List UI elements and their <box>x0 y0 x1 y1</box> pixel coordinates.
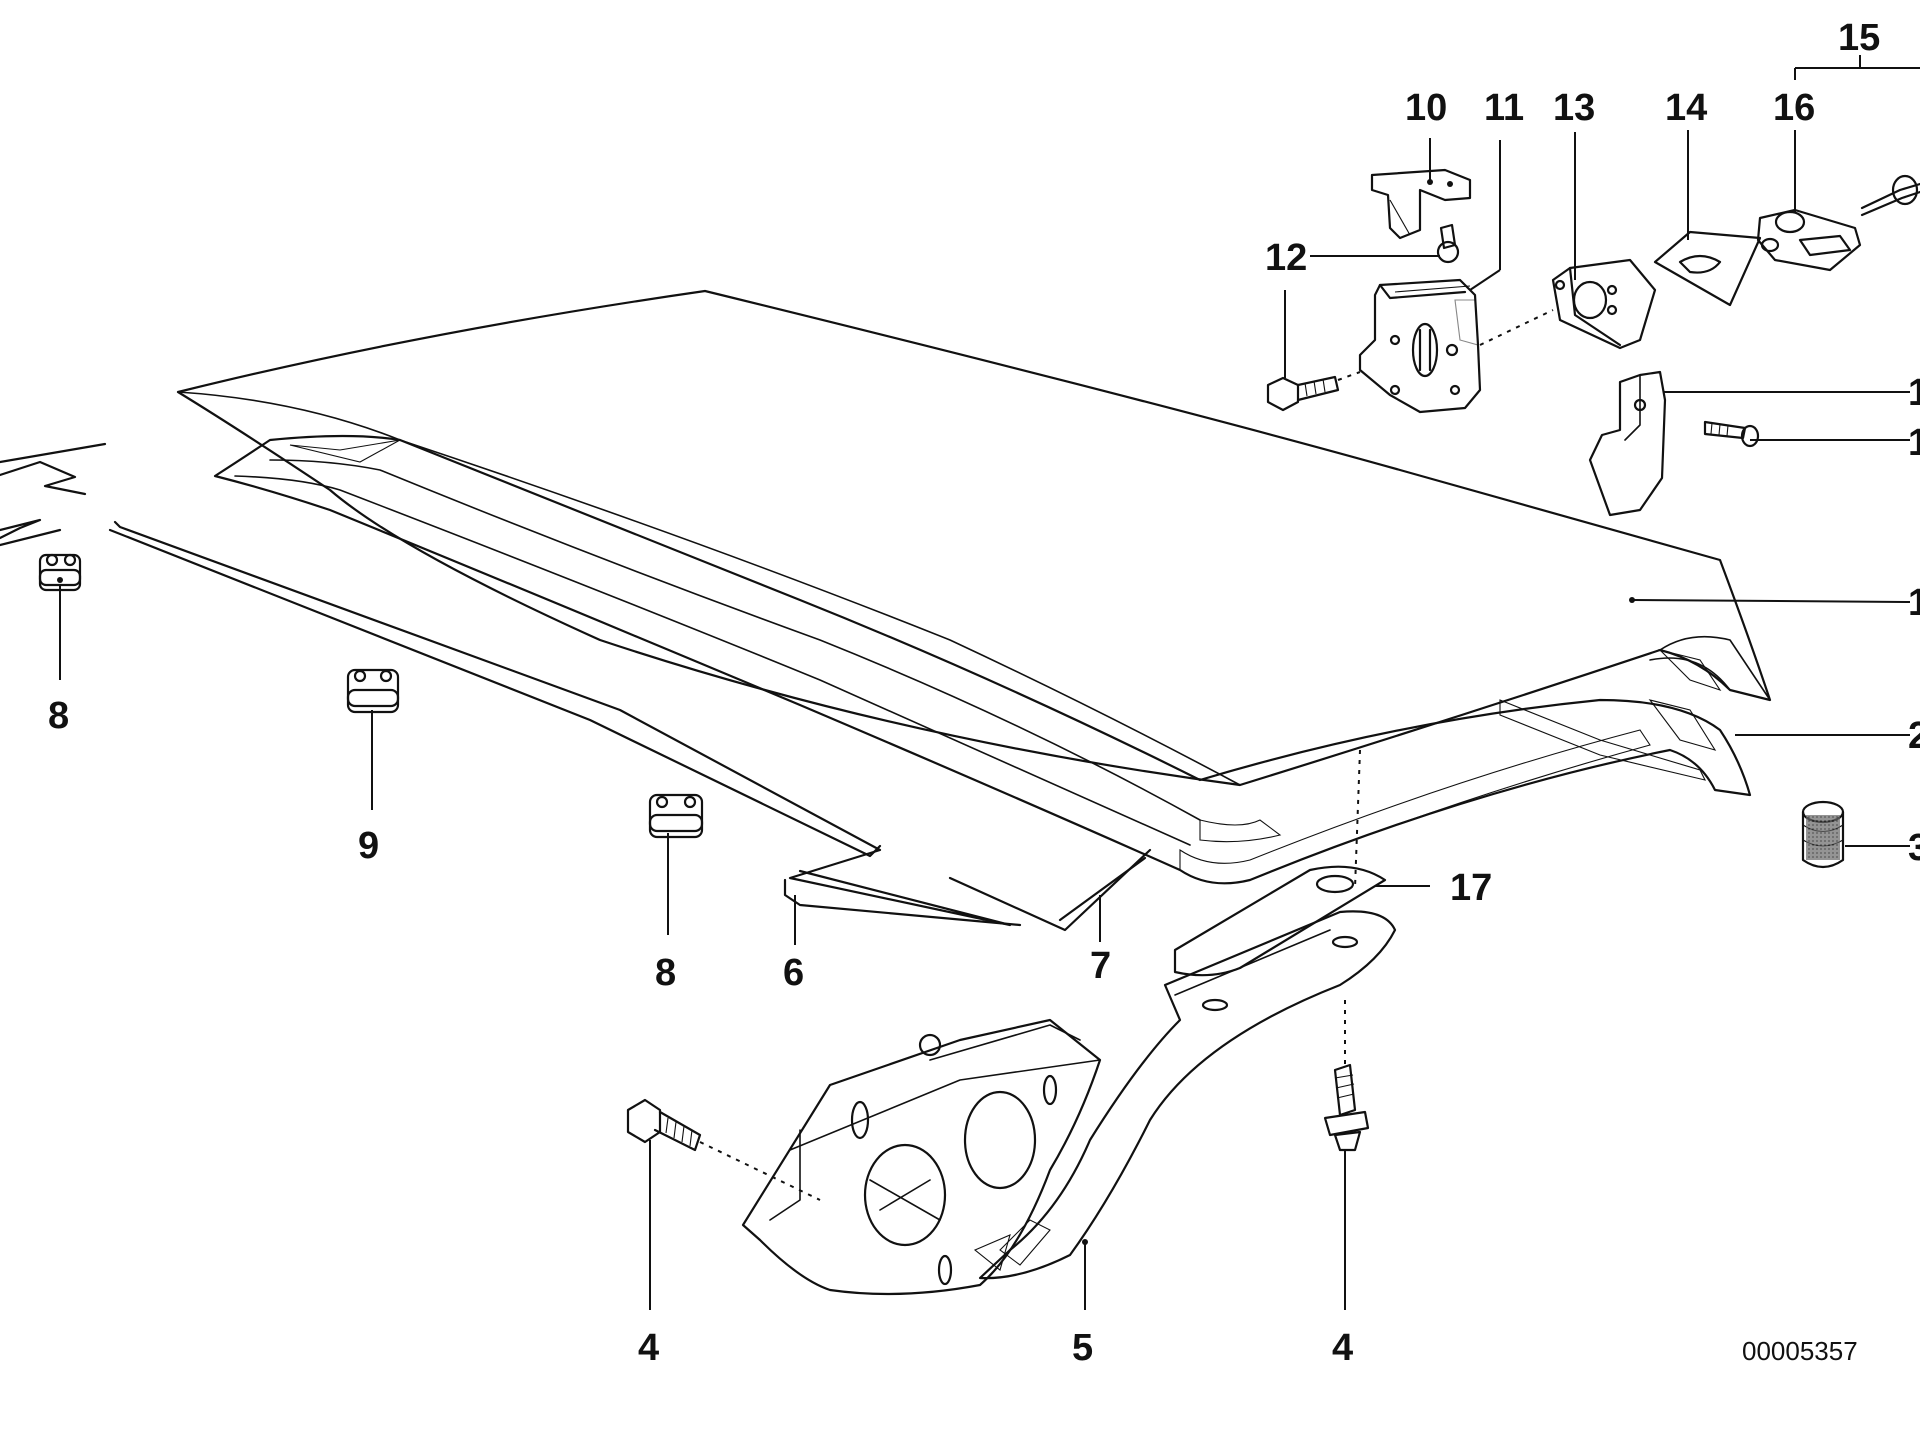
lock-cylinder-16 <box>1756 208 1862 272</box>
clip-8-left <box>38 553 82 592</box>
clip-9 <box>346 668 400 714</box>
callout-14: 14 <box>1665 87 1707 129</box>
trunk-lid <box>176 289 1772 787</box>
callout-9: 9 <box>358 825 379 867</box>
callout-8-left: 8 <box>48 695 69 737</box>
key-15 <box>1860 174 1920 217</box>
diagram-reference-number: 00005357 <box>1742 1336 1858 1366</box>
callout-11: 11 <box>1484 87 1524 129</box>
callout-19: 1 <box>1908 422 1920 464</box>
hinge-pad <box>1173 865 1387 977</box>
screw-12-upper <box>1436 223 1460 264</box>
callout-5: 5 <box>1072 1327 1093 1369</box>
callout-4-right: 4 <box>1332 1327 1353 1369</box>
rubber-buffer <box>1801 800 1845 869</box>
wire-harness <box>0 442 1152 932</box>
leader-lines <box>57 55 1920 1310</box>
callout-1: 1 <box>1908 582 1920 624</box>
catch-bracket-10 <box>1370 168 1472 240</box>
gasket-14 <box>1653 230 1762 307</box>
callout-12-upper: 12 <box>1265 237 1307 279</box>
callout-8-middle: 8 <box>655 952 676 994</box>
screw-19 <box>1703 420 1760 448</box>
callout-6: 6 <box>783 952 804 994</box>
callout-15: 15 <box>1838 17 1880 59</box>
bolt-4-left <box>626 1098 702 1152</box>
callout-18: 1 <box>1908 372 1920 414</box>
hinge-bracket <box>741 1018 1102 1296</box>
callout-17: 17 <box>1450 867 1492 909</box>
lock-11 <box>1358 278 1482 414</box>
lid-inner-frame <box>213 434 1752 885</box>
callout-4-left: 4 <box>638 1327 659 1369</box>
callout-labels: 1 2 3 4 4 5 6 7 8 8 9 10 11 12 13 14 15 … <box>48 17 1920 1369</box>
callout-7: 7 <box>1090 945 1111 987</box>
callout-13: 13 <box>1553 87 1595 129</box>
callout-10: 10 <box>1405 87 1447 129</box>
screw-12-lower <box>1266 375 1340 412</box>
callout-3: 3 <box>1908 827 1920 869</box>
bolt-4-right <box>1323 1063 1370 1152</box>
cover-plate-18 <box>1588 370 1667 517</box>
clip-8-middle <box>648 793 704 839</box>
callout-2: 2 <box>1908 715 1920 757</box>
callout-16: 16 <box>1773 87 1815 129</box>
hinge-arm <box>978 910 1397 1280</box>
lock-housing-13 <box>1551 258 1657 350</box>
